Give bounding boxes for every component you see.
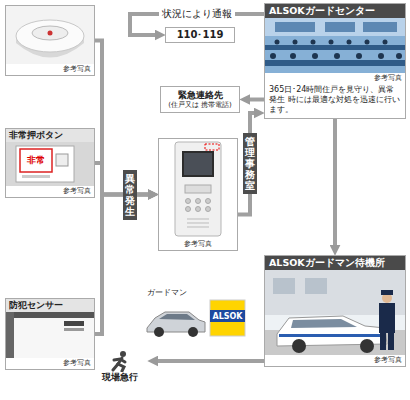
node-text: 参考写真 [6, 186, 94, 197]
node-text: ガードマン [145, 288, 255, 298]
node-text: 参考写真 [159, 239, 237, 250]
photo-illustration [265, 270, 405, 355]
node-text: 参考写真 [6, 64, 94, 75]
node-text: 非常押ボタン [6, 129, 94, 142]
node-text: 参考写真 [265, 73, 405, 84]
node-text: 参考写真 [265, 355, 405, 366]
node-text: 現場急行 [92, 372, 148, 383]
connector-arrow [238, 113, 257, 215]
node-text: 参考写真 [6, 358, 94, 369]
node-text: (住戸又は 携帯電話) [161, 101, 239, 112]
intercom-photo: 参考写真 [158, 138, 238, 251]
photo-illustration [159, 139, 237, 239]
photo-illustration [92, 350, 148, 372]
node-text: ALSOKガードセンター [265, 4, 405, 18]
photo-illustration [6, 312, 94, 358]
connector-label: 状況により通報 [159, 8, 235, 20]
photo-illustration [6, 142, 94, 186]
connector-label: 管理事務室 [243, 133, 257, 194]
rush-to-site: 現場急行 [92, 350, 148, 383]
node-text: 365日･24時間住戸を見守り、異常発生 時には最適な対処を迅速に行います。 [265, 84, 405, 118]
security-sensor-panel: 防犯センサー参考写真 [5, 298, 95, 370]
logo-text: ALSOK [210, 312, 245, 321]
guard-station-panel: ALSOKガードマン待機所参考写真 [264, 255, 406, 367]
node-text: ALSOKガードマン待機所 [265, 256, 405, 270]
node-text: 110･119 [166, 28, 234, 42]
emergency-contact-box: 緊急連絡先(住戸又は 携帯電話) [160, 86, 240, 113]
node-text: 緊急連絡先 [161, 87, 239, 101]
connector-label: 異常発生 [123, 170, 137, 220]
emergency-button-panel: 非常押ボタン参考写真 [5, 128, 95, 198]
photo-illustration [6, 6, 94, 64]
node-text: 防犯センサー [6, 299, 94, 312]
connector-arrow [247, 98, 264, 102]
smoke-detector-photo: 参考写真 [5, 5, 95, 76]
police-fire-box: 110･119 [165, 27, 235, 43]
connector-arrow [333, 119, 337, 248]
button-plate-text: 非常 [20, 155, 52, 166]
connector-arrow [155, 359, 264, 363]
guard-center-panel: ALSOKガードセンター参考写真365日･24時間住戸を見守り、異常発生 時には… [264, 3, 406, 119]
photo-illustration [265, 18, 405, 73]
